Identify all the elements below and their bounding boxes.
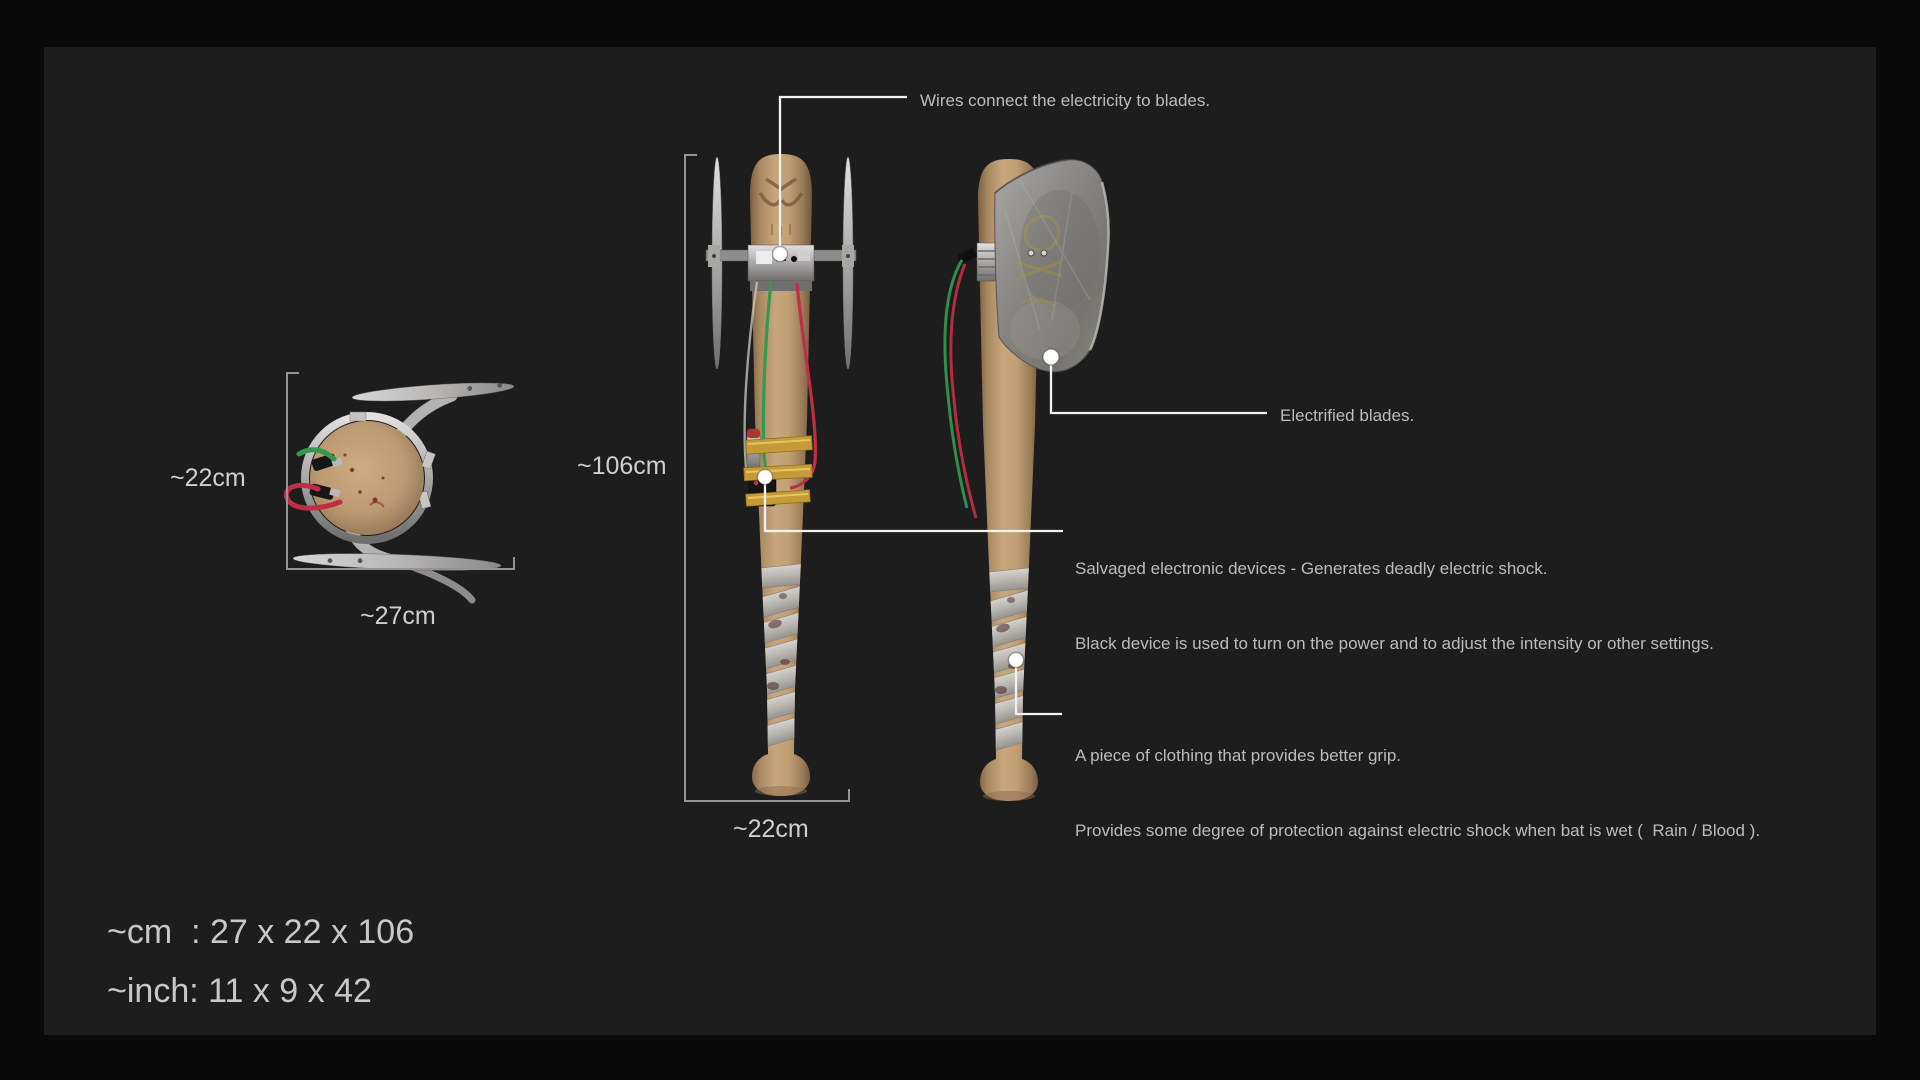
electrified-blade [994,159,1110,373]
leader-grip [1014,667,1062,716]
blood-smear [369,501,385,508]
dimension-label-top-view-height: ~22cm [170,464,246,492]
dimension-label-bat-length: ~106cm [577,452,667,480]
ring-tab [417,490,432,510]
yellow-straps [743,435,813,507]
callout-wires-label: Wires connect the electricity to blades. [920,91,1211,110]
leader-wires [778,95,907,247]
rivet [1027,249,1035,257]
callout-grip-line2: Provides some degree of protection again… [1075,821,1761,840]
callout-grip-line1: A piece of clothing that provides better… [1075,746,1402,765]
pale-wire [743,281,759,469]
rivet [1040,249,1048,257]
dimension-summary-cm: ~cm : 27 x 22 x 106 [107,913,415,951]
saw-blade-edge-bottom [292,553,502,571]
callout-dot-electronics [756,468,774,486]
connector-ferrule [329,487,341,498]
bolt [846,254,850,258]
top-view-illustration [283,382,515,604]
knob-shading [755,786,807,796]
leader-electronics [763,484,1063,533]
callout-electronics-line1: Salvaged electronic devices - Generates … [1075,559,1548,578]
dimension-label-top-view-width: ~27cm [360,602,436,630]
callout-blades-label: Electrified blades. [1280,406,1415,425]
side-view-bat [943,159,1110,801]
callout-dot-wires [771,245,789,263]
yellow-skull-graffiti [1015,214,1063,309]
scratches [1004,179,1091,331]
bat-dimension-bracket [684,154,850,802]
red-wire [949,263,978,519]
callout-electronics-label: Salvaged electronic devices - Generates … [1075,506,1714,706]
saw-blade-edge-top [351,382,515,402]
metal-ring [301,412,433,544]
ring-tab [349,411,367,422]
red-wire [789,282,817,490]
callout-electronics-line2: Black device is used to turn on the powe… [1075,634,1714,653]
callout-dot-grip [1007,651,1025,669]
side-clamp [957,242,1002,282]
ring-tab [421,450,436,470]
dimension-lines [286,154,850,802]
green-wire [943,259,969,509]
dimension-summary-inch: ~inch: 11 x 9 x 42 [107,972,372,1010]
top-view-dimension-bracket [286,372,515,570]
callout-dot-blades [1042,348,1060,366]
callout-dots [756,245,1060,669]
knob-shading [983,791,1035,801]
green-wire [296,447,337,462]
callout-leader-lines [763,95,1267,716]
bolt [712,254,716,258]
leader-blades [1049,364,1267,415]
bat-end-wood [310,421,424,535]
dimension-summary: ~cm : 27 x 22 x 106 ~inch: 11 x 9 x 42 [107,903,414,1021]
dimension-label-bat-head-width: ~22cm [733,815,809,843]
callout-grip-label: A piece of clothing that provides better… [1075,693,1760,893]
